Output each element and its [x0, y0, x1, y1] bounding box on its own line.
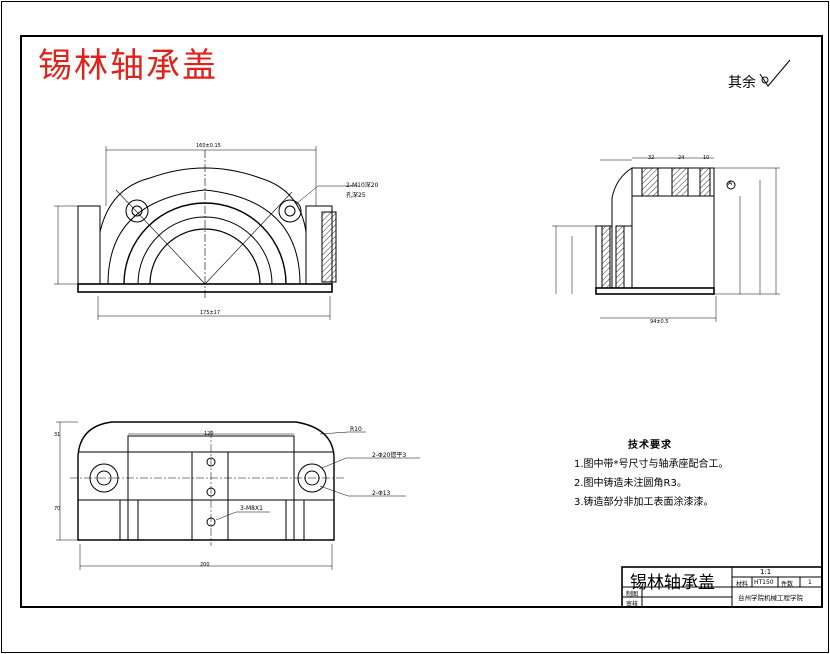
front-view — [54, 146, 358, 320]
dim-plan-top: 120 — [204, 431, 214, 437]
requirement-item: 2.图中铸造未注圆角R3。 — [574, 478, 687, 489]
plan-view — [56, 421, 420, 570]
dim-side-top-2: 24 — [678, 155, 685, 161]
title-block-scale: 1:1 — [760, 568, 772, 576]
technical-requirements: 技术要求 1.图中带*号尺寸与轴承座配合工。 2.图中铸造未注圆角R3。 3.铸… — [574, 436, 729, 512]
side-view — [552, 157, 780, 322]
plan-tap-note: 3-M8X1 — [240, 505, 263, 512]
title-block-material: HT150 — [754, 579, 774, 586]
title-block-material-label: 材料 — [736, 581, 749, 588]
roughness-symbol — [759, 59, 791, 87]
technical-requirements-heading: 技术要求 — [628, 440, 672, 451]
title-block-quantity: 1 — [808, 579, 812, 586]
requirement-item: 3.铸造部分非加工表面涂漆漆。 — [574, 497, 714, 508]
plan-counterbore-note: 2-Φ20锪平3 — [372, 452, 407, 459]
requirement-item: 1.图中带*号尺寸与轴承座配合工。 — [574, 459, 729, 470]
watermark-title: 锡林轴承盖 — [38, 46, 218, 86]
title-block — [621, 566, 823, 608]
dim-front-bottom: 175±17 — [200, 310, 221, 316]
dim-plan-left: 70 — [54, 506, 61, 512]
dim-front-top: 160±0.15 — [196, 143, 221, 149]
dim-plan-bottom: 200 — [200, 562, 210, 568]
dim-side-top-3: 10 — [703, 155, 710, 161]
title-block-school: 台州学院机械工程学院 — [738, 594, 803, 602]
dim-side-bottom: 94±0.5 — [650, 319, 669, 325]
title-block-checked-label: 审核 — [626, 601, 639, 608]
dim-side-top-1: 32 — [648, 155, 655, 161]
plan-holes-note: 2-Φ13 — [372, 490, 391, 497]
dim-plan-left-top: 31 — [54, 432, 61, 438]
datum-label: A — [728, 180, 733, 187]
title-block-part-name: 锡林轴承盖 — [630, 573, 715, 593]
title-block-drawn-label: 制图 — [626, 591, 639, 598]
title-block-quantity-label: 件数 — [781, 581, 794, 588]
radius-note: R10 — [350, 426, 362, 433]
roughness-label: 其余 — [728, 75, 756, 91]
front-holes-subnote: 孔深25 — [346, 192, 366, 199]
inner-frame — [20, 35, 823, 608]
front-holes-note: 2-M10深20 — [346, 182, 379, 189]
